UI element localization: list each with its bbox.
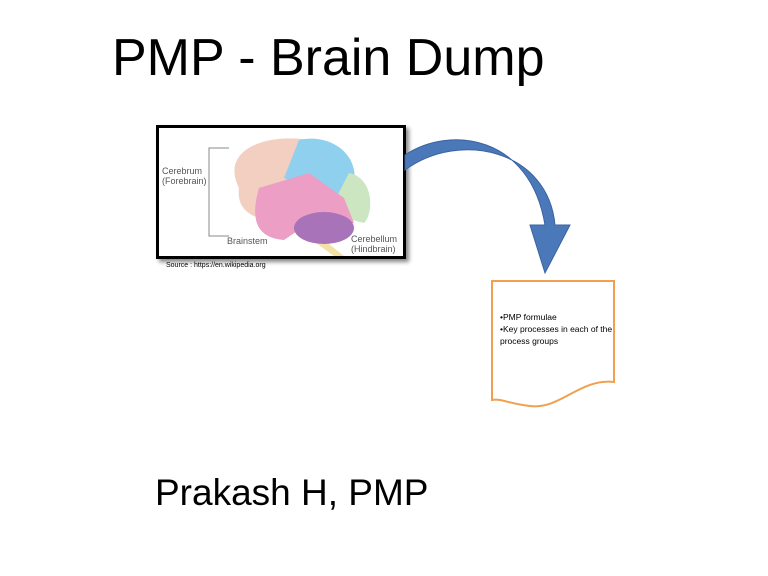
curved-arrow-icon [404,139,571,275]
brain-illustration [208,138,371,256]
brainstem-label: Brainstem [227,236,268,246]
document-shape [491,280,615,408]
slide-title: PMP - Brain Dump [112,29,545,87]
doc-item: •PMP formulae [500,312,557,322]
author-name: Prakash H, PMP [155,472,429,513]
cerebellum-label: Cerebellum(Hindbrain) [351,234,398,254]
doc-item: •Key processes in each of the process gr… [500,324,613,346]
image-source-caption: Source : https://en.wikipedia.org [166,262,266,269]
document-text: •PMP formulae •Key processes in each of … [500,311,615,347]
cerebrum-label: Cerebrum(Forebrain) [162,166,207,186]
brain-image: Cerebrum(Forebrain) Brainstem Cerebellum… [156,125,406,259]
